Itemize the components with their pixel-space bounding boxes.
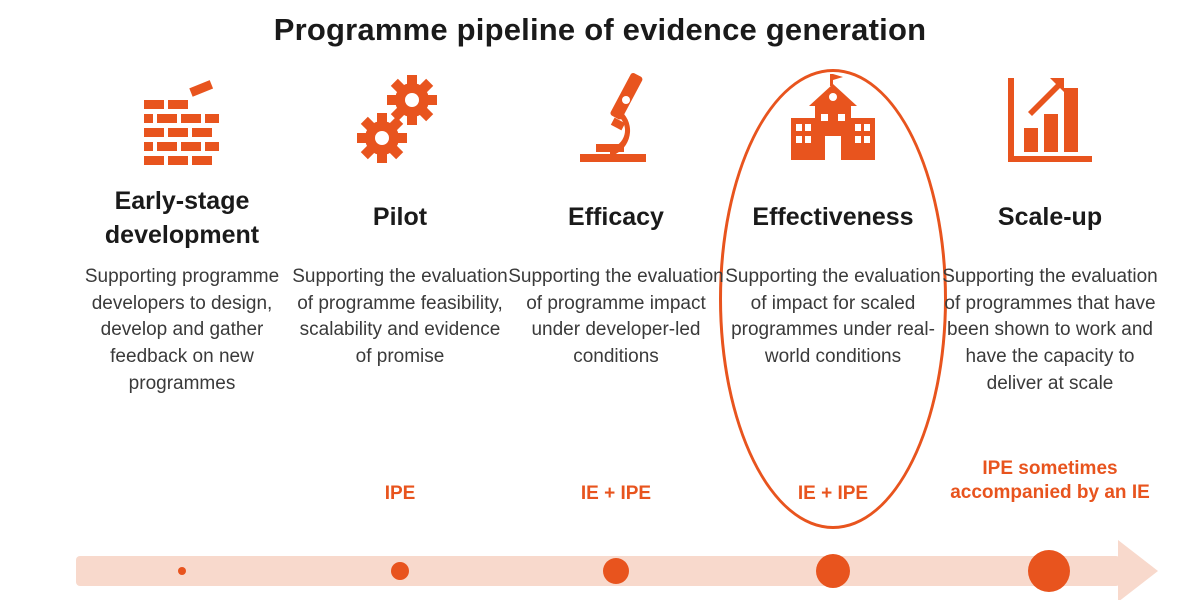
effectiveness-highlight-ring bbox=[719, 69, 947, 529]
growth-chart-icon bbox=[1000, 70, 1100, 170]
stage-description: Supporting the evaluation of programme i… bbox=[508, 266, 724, 368]
stage-method: IPE bbox=[384, 483, 416, 504]
stage-early-stage-development: Early-stage development Supporting progr… bbox=[74, 0, 290, 545]
timeline-marker-pilot bbox=[391, 562, 409, 580]
timeline-marker-effectiveness bbox=[816, 554, 850, 588]
stage-pilot: Pilot Supporting the evaluation of progr… bbox=[292, 0, 508, 545]
gears-icon bbox=[350, 70, 450, 170]
stage-description: Supporting the evaluation of impact for … bbox=[725, 266, 941, 368]
stage-method: IPE sometimes accompanied by an IE bbox=[950, 458, 1150, 503]
microscope-icon bbox=[566, 70, 666, 170]
progress-timeline bbox=[0, 530, 1200, 600]
stage-description: Supporting the evaluation of programme f… bbox=[292, 266, 508, 368]
stage-heading: Effectiveness bbox=[752, 203, 914, 231]
stage-efficacy: Efficacy Supporting the evaluation of pr… bbox=[508, 0, 724, 545]
stage-description: Supporting the evaluation of programmes … bbox=[942, 266, 1158, 394]
stage-heading: Early-stage development bbox=[104, 187, 260, 249]
stage-heading: Scale-up bbox=[997, 203, 1103, 231]
stage-description: Supporting programme developers to desig… bbox=[84, 266, 280, 394]
stage-method: IE + IPE bbox=[580, 483, 652, 504]
brick-wall-icon bbox=[132, 70, 232, 170]
timeline-marker-efficacy bbox=[603, 558, 629, 584]
stage-heading: Pilot bbox=[372, 203, 428, 231]
timeline-track bbox=[76, 556, 1120, 586]
school-building-icon bbox=[783, 70, 883, 170]
timeline-arrowhead bbox=[1118, 540, 1158, 600]
stage-heading: Efficacy bbox=[568, 203, 664, 231]
page-title: Programme pipeline of evidence generatio… bbox=[273, 12, 927, 47]
timeline-marker-early-stage bbox=[178, 567, 186, 575]
stage-method: IE + IPE bbox=[797, 483, 869, 504]
stage-effectiveness: Effectiveness Supporting the evaluation … bbox=[725, 0, 941, 545]
timeline-marker-scale-up bbox=[1028, 550, 1070, 592]
stage-scale-up: Scale-up Supporting the evaluation of pr… bbox=[942, 0, 1158, 545]
